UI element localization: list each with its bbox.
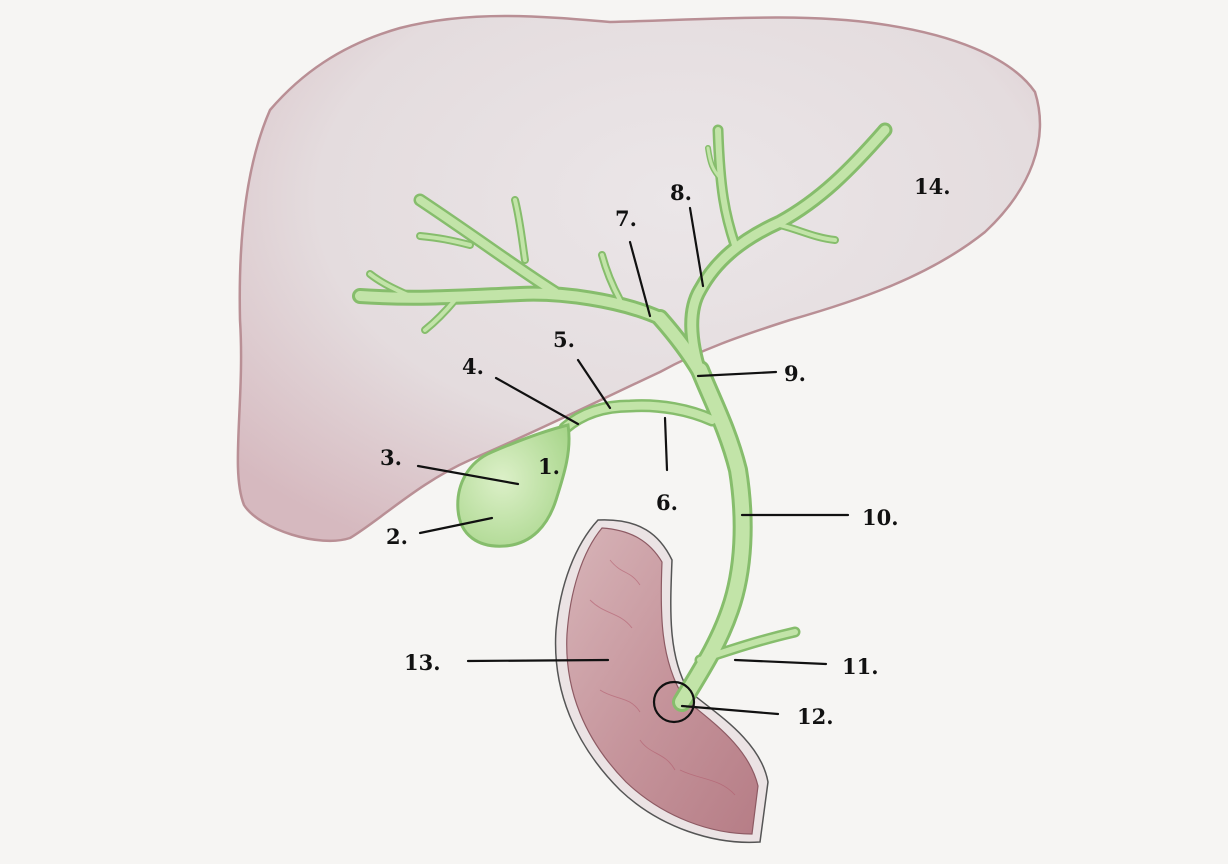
label-8: 8. [670, 180, 692, 205]
label-7: 7. [615, 206, 637, 231]
label-6: 6. [656, 490, 678, 515]
label-13: 13. [404, 650, 441, 675]
label-5: 5. [553, 327, 575, 352]
label-9: 9. [784, 361, 806, 386]
label-1: 1. [538, 454, 560, 479]
label-12: 12. [797, 704, 834, 729]
label-11: 11. [842, 654, 879, 679]
label-14: 14. [914, 174, 951, 199]
label-10: 10. [862, 505, 899, 530]
leader-6 [665, 418, 667, 470]
label-4: 4. [462, 354, 484, 379]
leader-13 [468, 660, 608, 661]
leader-11 [735, 660, 826, 664]
label-2: 2. [386, 524, 408, 549]
label-3: 3. [380, 445, 402, 470]
